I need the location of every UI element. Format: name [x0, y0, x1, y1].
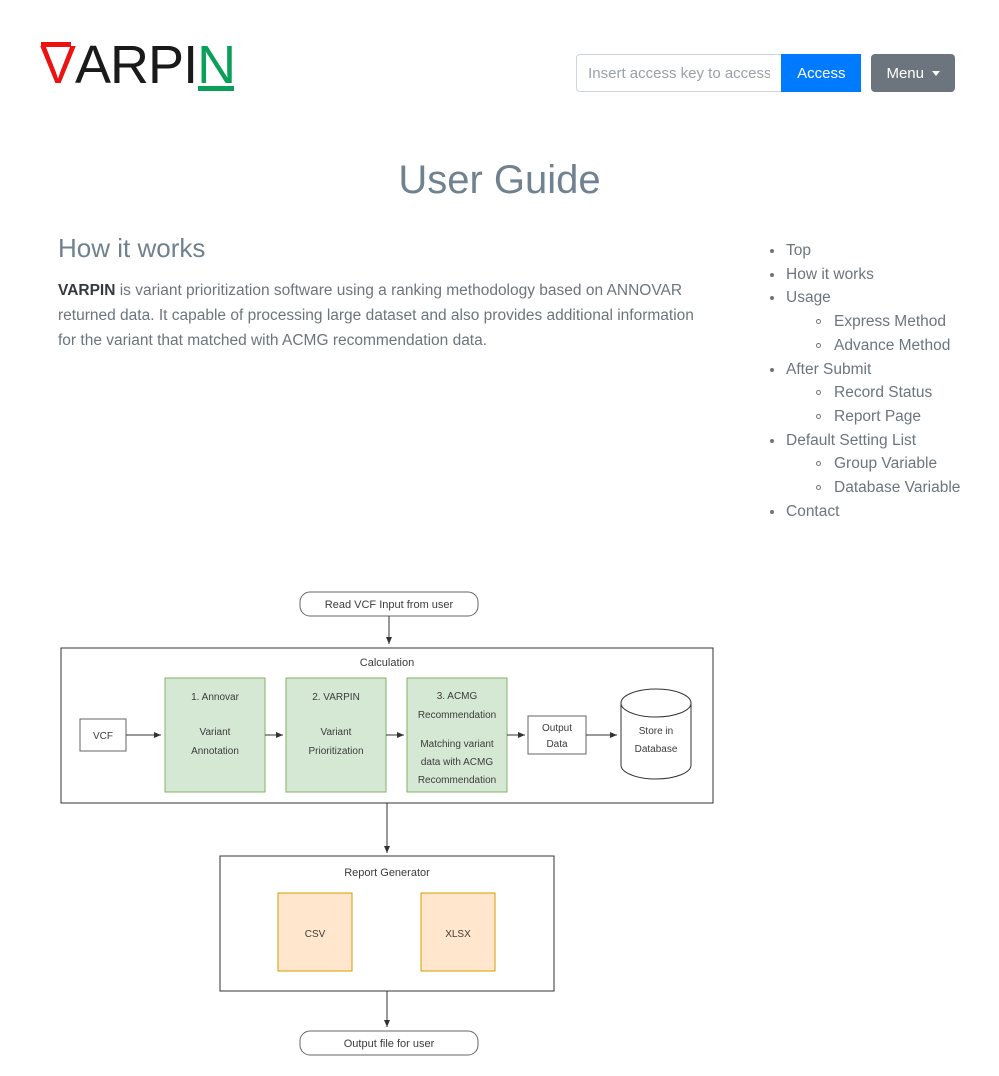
intro-paragraph: VARPIN is variant prioritization softwar… — [58, 278, 703, 353]
page-title: User Guide — [398, 158, 601, 202]
step-1-line-2: Annotation — [191, 746, 239, 757]
intro-body-text: is variant prioritization software using… — [58, 282, 694, 350]
toc-label[interactable]: Top — [786, 242, 811, 259]
step-1-line-1: Variant — [200, 727, 231, 738]
diagram-input-box-label: Read VCF Input from user — [325, 599, 454, 611]
access-key-input[interactable] — [576, 54, 782, 92]
toc-label[interactable]: Default Setting List — [786, 431, 917, 449]
toc-subitem-report-page[interactable]: Report Page — [810, 405, 987, 429]
toc-label[interactable]: How it works — [786, 265, 874, 283]
step-2-title: 2. VARPIN — [312, 692, 360, 703]
output-data-line-2: Data — [546, 739, 568, 750]
toc-label[interactable]: Usage — [786, 289, 831, 307]
page-header: V ARPIN Access Menu — [0, 0, 999, 120]
logo-arpi-text: ARPI — [75, 35, 198, 95]
toc-item-default-setting-list[interactable]: Default Setting List Group Variable Data… — [762, 429, 987, 500]
logo-v-letter: V — [40, 35, 76, 95]
output-data-line-1: Output — [542, 723, 572, 734]
step-2-line-2: Prioritization — [308, 746, 363, 757]
step-3-body-line-2: data with ACMG — [421, 757, 493, 768]
step-3-body-line-3: Recommendation — [418, 775, 496, 786]
toc-sublabel[interactable]: Database Variable — [834, 479, 961, 497]
toc-list: Top How it works Usage Express Method Ad… — [762, 239, 987, 523]
logo-underline-bar — [198, 86, 235, 91]
main-column: How it works VARPIN is variant prioritiz… — [58, 233, 718, 353]
toc-item-usage[interactable]: Usage Express Method Advance Method — [762, 286, 987, 357]
toc-item-after-submit[interactable]: After Submit Record Status Report Page — [762, 358, 987, 429]
step-2-line-1: Variant — [321, 727, 352, 738]
logo-n-letter: N — [197, 35, 236, 95]
toc-subitem-database-variable[interactable]: Database Variable — [810, 476, 987, 500]
access-button[interactable]: Access — [781, 54, 862, 92]
report-generator-label: Report Generator — [344, 867, 430, 879]
table-of-contents: Top How it works Usage Express Method Ad… — [762, 239, 987, 523]
step-3-title-line-1: 3. ACMG — [437, 691, 478, 702]
calculation-container-label: Calculation — [360, 657, 414, 669]
logo-v-text: V — [40, 35, 76, 95]
menu-button-label: Menu — [886, 64, 924, 82]
intro-bold-term: VARPIN — [58, 282, 116, 299]
vcf-box — [79, 718, 127, 752]
final-output-box-label: Output file for user — [344, 1038, 435, 1050]
toc-sublist-default-setting: Group Variable Database Variable — [786, 452, 987, 499]
toc-sublabel[interactable]: Report Page — [834, 407, 922, 425]
step-1-title: 1. Annovar — [191, 692, 239, 703]
step-1-annovar-box — [164, 677, 266, 793]
toc-sublabel[interactable]: Record Status — [834, 384, 933, 402]
section-heading-how-it-works: How it works — [58, 233, 206, 263]
toc-sublabel[interactable]: Group Variable — [834, 455, 938, 473]
menu-dropdown-button[interactable]: Menu — [871, 54, 955, 92]
database-line-1: Store in — [639, 726, 673, 737]
report-output-diagram: Report Generator CSV XLSX Output file fo… — [55, 831, 735, 1071]
chevron-down-icon — [932, 70, 940, 76]
step-3-title-line-2: Recommendation — [418, 710, 496, 721]
csv-box-label: CSV — [305, 929, 326, 940]
toc-sublist-usage: Express Method Advance Method — [786, 310, 987, 357]
varpin-logo: V ARPIN — [40, 35, 236, 95]
toc-item-top[interactable]: Top — [762, 239, 987, 263]
output-data-box — [527, 715, 587, 755]
database-cylinder — [620, 688, 692, 780]
toc-subitem-express-method[interactable]: Express Method — [810, 310, 987, 334]
logo-overline-bar — [41, 42, 72, 47]
workflow-diagram: Read VCF Input from user Calculation VCF… — [55, 351, 735, 841]
toc-item-how-it-works[interactable]: How it works — [762, 263, 987, 287]
toc-subitem-group-variable[interactable]: Group Variable — [810, 452, 987, 476]
logo-n-text: N — [197, 35, 236, 95]
toc-label[interactable]: Contact — [786, 502, 840, 520]
step-3-acmg-box — [406, 677, 508, 793]
step-3-body-line-1: Matching variant — [420, 739, 494, 750]
calculation-container — [60, 647, 714, 804]
toc-subitem-record-status[interactable]: Record Status — [810, 381, 987, 405]
xlsx-box-label: XLSX — [445, 929, 471, 940]
vcf-box-label: VCF — [93, 731, 113, 742]
header-controls: Access Menu — [576, 54, 955, 92]
toc-sublist-after-submit: Record Status Report Page — [786, 381, 987, 428]
toc-item-contact[interactable]: Contact — [762, 500, 987, 524]
toc-label[interactable]: After Submit — [786, 360, 872, 378]
database-line-2: Database — [635, 744, 678, 755]
toc-subitem-advance-method[interactable]: Advance Method — [810, 334, 987, 358]
step-2-varpin-box — [285, 677, 387, 793]
toc-sublabel[interactable]: Advance Method — [834, 336, 951, 354]
toc-sublabel[interactable]: Express Method — [834, 313, 946, 331]
